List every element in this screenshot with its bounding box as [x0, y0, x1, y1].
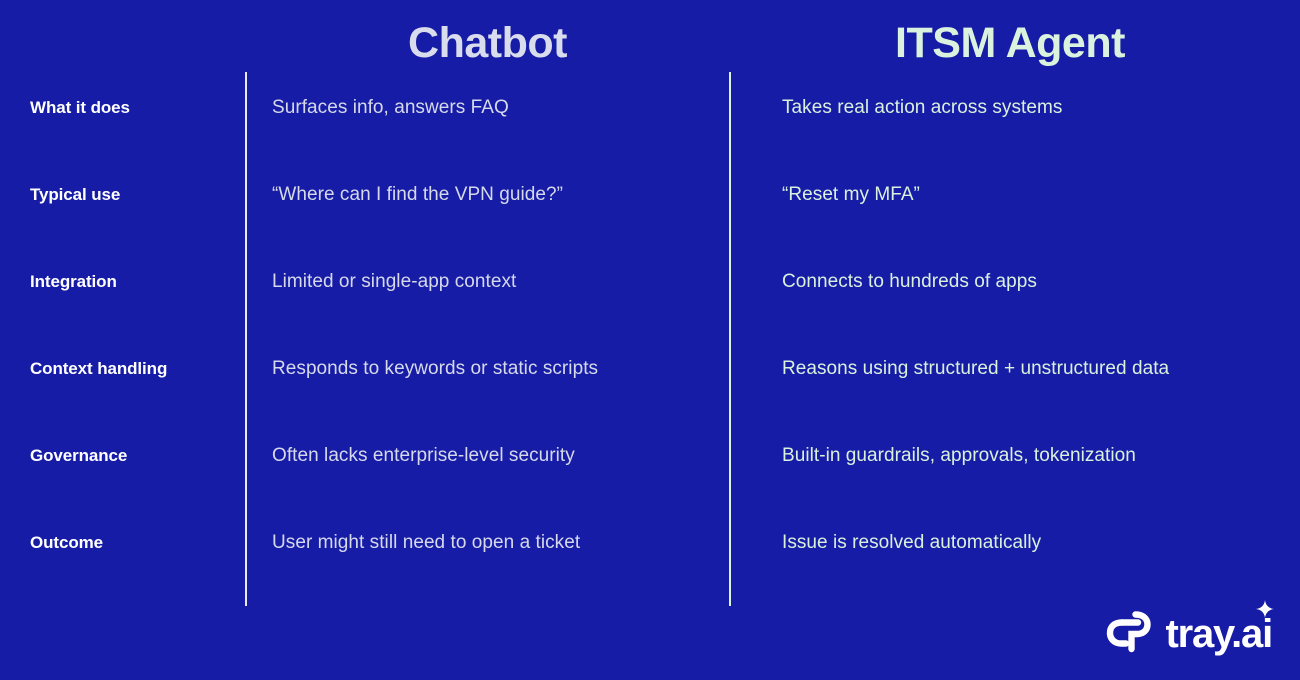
row-value-chatbot: “Where can I find the VPN guide?” — [272, 184, 564, 205]
logo-wordmark: tray.ai — [1165, 599, 1274, 656]
row-label: What it does — [30, 98, 130, 117]
logo-wordmark-text: tray.ai — [1165, 611, 1274, 656]
row-value-itsm: Takes real action across systems — [782, 97, 1063, 118]
column-header-itsm: ITSM Agent — [895, 19, 1125, 67]
column-divider-right — [729, 72, 731, 606]
table-row: Outcome User might still need to open a … — [0, 522, 1300, 609]
brand-logo: tray.ai — [1102, 599, 1274, 658]
table-row: Integration Limited or single-app contex… — [0, 261, 1300, 348]
row-label: Typical use — [30, 185, 121, 204]
row-value-chatbot: Limited or single-app context — [272, 271, 517, 292]
table-row: Typical use “Where can I find the VPN gu… — [0, 174, 1300, 261]
sparkle-icon — [1256, 599, 1274, 623]
table-row: What it does Surfaces info, answers FAQ … — [0, 87, 1300, 174]
row-label: Integration — [30, 272, 117, 291]
row-value-chatbot: User might still need to open a ticket — [272, 532, 581, 553]
row-value-itsm: “Reset my MFA” — [782, 184, 920, 205]
row-value-itsm: Issue is resolved automatically — [782, 532, 1042, 553]
row-label: Context handling — [30, 359, 168, 378]
row-value-itsm: Connects to hundreds of apps — [782, 271, 1037, 292]
column-divider-left — [245, 72, 247, 606]
comparison-rows: What it does Surfaces info, answers FAQ … — [0, 87, 1300, 609]
table-row: Context handling Responds to keywords or… — [0, 348, 1300, 435]
row-value-itsm: Reasons using structured + unstructured … — [782, 358, 1170, 379]
column-header-chatbot: Chatbot — [408, 19, 567, 67]
row-label: Governance — [30, 446, 128, 465]
row-value-chatbot: Responds to keywords or static scripts — [272, 358, 599, 379]
row-value-chatbot: Often lacks enterprise-level security — [272, 445, 575, 466]
tray-knot-mark-icon — [1102, 609, 1156, 658]
row-value-itsm: Built-in guardrails, approvals, tokeniza… — [782, 445, 1136, 466]
row-label: Outcome — [30, 533, 103, 552]
table-row: Governance Often lacks enterprise-level … — [0, 435, 1300, 522]
row-value-chatbot: Surfaces info, answers FAQ — [272, 97, 509, 118]
